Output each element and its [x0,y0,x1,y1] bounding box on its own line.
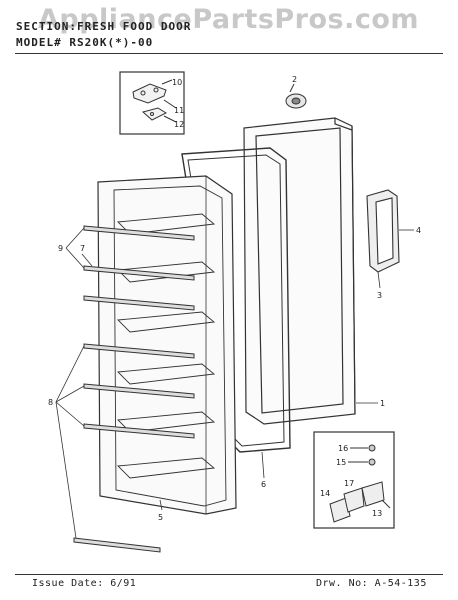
hinge-detail-box [119,71,185,135]
callout-9: 9 [58,244,63,253]
model-number: MODEL# RS20K(*)-00 [16,36,154,49]
door-handle [366,189,414,289]
issue-date: Issue Date: 6/91 [32,578,137,589]
callout-8: 8 [48,398,53,407]
footer-rule [15,574,443,575]
callout-5: 5 [158,513,163,522]
inner-door-liner [97,175,237,515]
header-rule [15,53,443,54]
callout-7: 7 [80,244,85,253]
callout-14: 14 [320,489,330,498]
lower-hinge-detail-box [313,431,395,529]
door-bushing-part [285,83,307,109]
callout-3: 3 [377,291,382,300]
callout-16: 16 [338,444,348,453]
callout-15: 15 [336,458,346,467]
callout-13: 13 [372,509,382,518]
callout-4: 4 [416,226,421,235]
callout-12: 12 [174,120,184,129]
callout-17: 17 [344,479,354,488]
outer-door-panel [243,117,356,425]
watermark-logo: AppliancePartsPros.com [38,4,420,35]
callout-1: 1 [380,399,385,408]
callout-10: 10 [172,78,182,87]
callout-2: 2 [292,75,297,84]
section-title: SECTION:FRESH FOOD DOOR [16,20,192,33]
leader-lines [55,227,93,539]
callout-11: 11 [174,106,184,115]
callout-6: 6 [261,480,266,489]
drawing-number: Drw. No: A-54-135 [316,578,427,589]
